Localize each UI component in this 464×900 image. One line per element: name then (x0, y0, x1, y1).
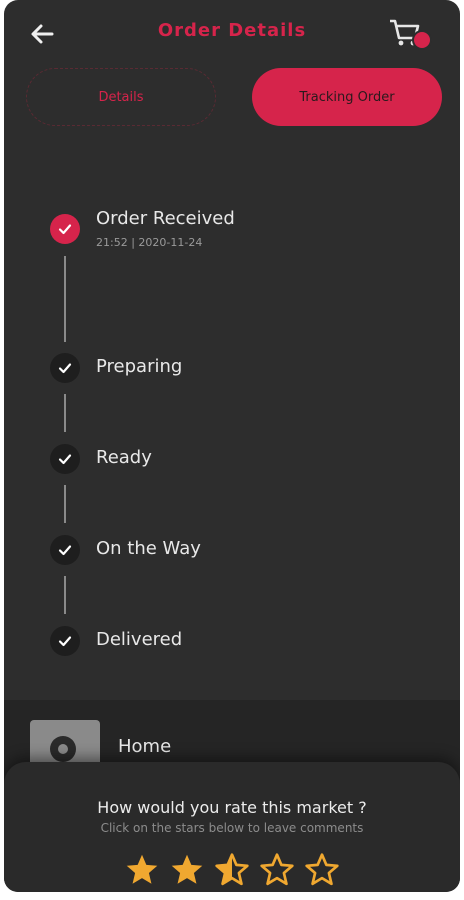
star-empty-icon[interactable] (304, 852, 340, 888)
tab-tracking-order[interactable]: Tracking Order (252, 68, 442, 126)
tab-details[interactable]: Details (26, 68, 216, 126)
timeline-connector (64, 485, 66, 523)
step-timestamp: 21:52 | 2020-11-24 (96, 236, 203, 249)
rating-question: How would you rate this market ? (97, 798, 367, 817)
cart-badge (414, 32, 430, 48)
star-empty-icon[interactable] (259, 852, 295, 888)
star-half-icon[interactable] (214, 852, 250, 888)
timeline-connector (64, 576, 66, 614)
check-icon (50, 353, 80, 383)
app-screen: Order Details Details Tracking Order Ord… (4, 0, 460, 892)
step-label: Delivered (96, 629, 183, 650)
step-label: Ready (96, 447, 152, 468)
step-label: On the Way (96, 538, 201, 559)
star-full-icon[interactable] (124, 852, 160, 888)
check-icon (50, 626, 80, 656)
page-title: Order Details (157, 20, 307, 41)
star-rating[interactable] (124, 852, 340, 888)
star-full-icon[interactable] (169, 852, 205, 888)
check-icon (50, 214, 80, 244)
timeline-connector (64, 394, 66, 432)
timeline-connector (64, 256, 66, 342)
address-name: Home (118, 736, 172, 757)
step-label: Order Received (96, 208, 235, 229)
rating-hint: Click on the stars below to leave commen… (100, 821, 364, 835)
check-icon (50, 535, 80, 565)
check-icon (50, 444, 80, 474)
arrow-left-icon (31, 24, 54, 44)
tab-details-label: Details (98, 89, 144, 105)
cart-button[interactable] (388, 14, 430, 54)
step-label: Preparing (96, 356, 183, 377)
tab-tracking-label: Tracking Order (299, 89, 395, 105)
back-button[interactable] (26, 18, 58, 50)
